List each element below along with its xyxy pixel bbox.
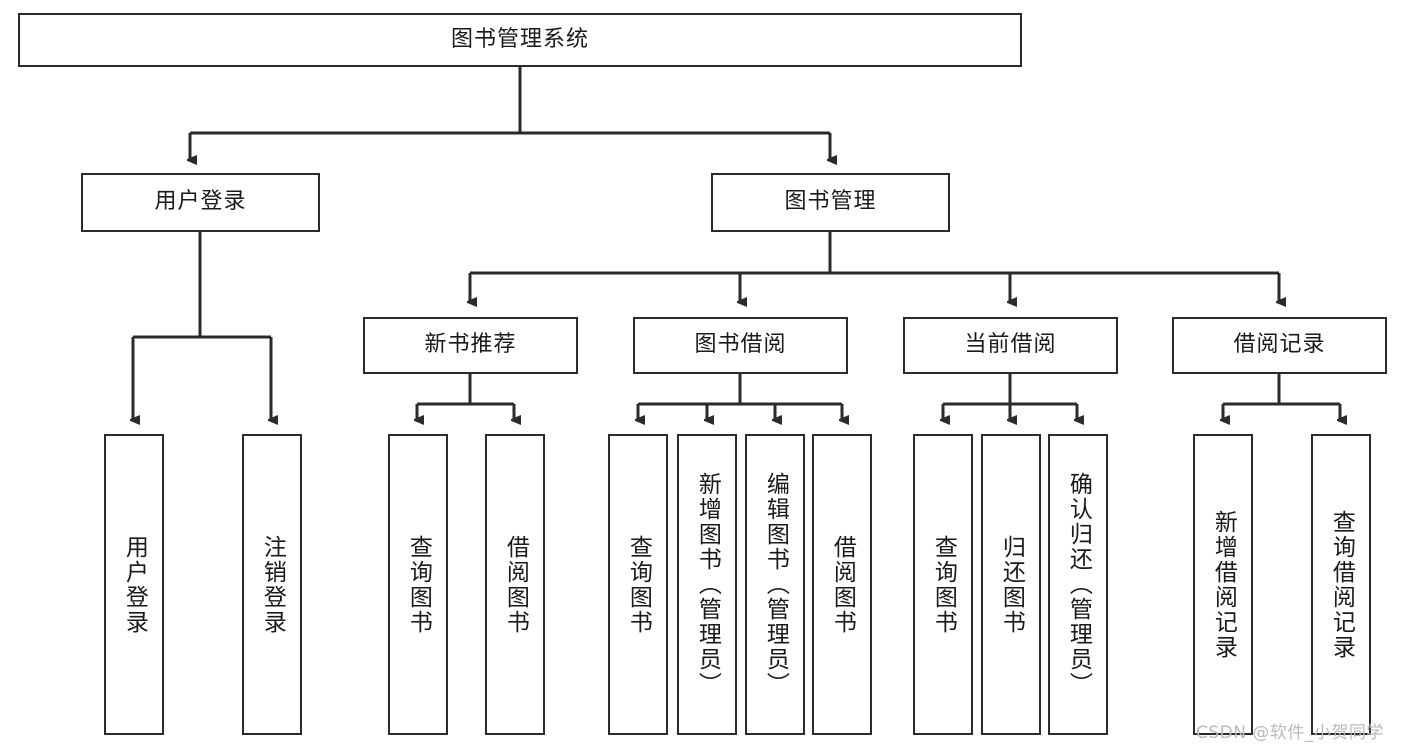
node-current-borrow[interactable]: 当前借阅	[903, 317, 1118, 374]
leaf-query-book-recommend[interactable]: 查询图书	[388, 434, 448, 735]
node-label: 当前借阅	[964, 332, 1057, 358]
leaf-add-borrow-record[interactable]: 新增借阅记录	[1193, 434, 1253, 735]
node-label: 图书管理	[784, 189, 877, 215]
node-label: 归还图书	[998, 534, 1025, 635]
node-label: 新增借阅记录	[1210, 509, 1237, 660]
leaf-borrow-book-recommend[interactable]: 借阅图书	[485, 434, 545, 735]
node-label: 注销登录	[259, 534, 286, 635]
node-book-management[interactable]: 图书管理	[711, 173, 950, 232]
node-label: 新书推荐	[424, 332, 517, 358]
leaf-query-borrow-record[interactable]: 查询借阅记录	[1311, 434, 1371, 735]
node-label: 查询图书	[625, 534, 652, 635]
node-label: 借阅图书	[502, 534, 529, 635]
leaf-query-book-borrow[interactable]: 查询图书	[608, 434, 668, 735]
leaf-return-book[interactable]: 归还图书	[981, 434, 1041, 735]
node-label: 图书借阅	[694, 332, 787, 358]
node-label: 图书管理系统	[450, 26, 589, 52]
node-label: 借阅记录	[1233, 332, 1326, 358]
node-new-book-recommend[interactable]: 新书推荐	[363, 317, 578, 374]
node-user-login[interactable]: 用户登录	[81, 173, 320, 232]
node-borrow-record[interactable]: 借阅记录	[1172, 317, 1387, 374]
leaf-confirm-return-admin[interactable]: 确认归还（管理员）	[1048, 434, 1108, 735]
node-label: 用户登录	[121, 534, 148, 635]
leaf-query-book-current[interactable]: 查询图书	[913, 434, 973, 735]
node-label: 查询借阅记录	[1328, 509, 1355, 660]
node-book-borrow[interactable]: 图书借阅	[633, 317, 848, 374]
leaf-edit-book-admin[interactable]: 编辑图书（管理员）	[745, 434, 805, 735]
node-label: 确认归还（管理员）	[1065, 472, 1092, 697]
node-label: 查询图书	[930, 534, 957, 635]
leaf-logout[interactable]: 注销登录	[242, 434, 302, 735]
csdn-watermark: CSDN @软件_小贺同学	[1196, 723, 1384, 743]
node-label: 用户登录	[154, 189, 247, 215]
node-label: 新增图书（管理员）	[694, 472, 721, 697]
leaf-user-login[interactable]: 用户登录	[104, 434, 164, 735]
leaf-borrow-book[interactable]: 借阅图书	[812, 434, 872, 735]
node-label: 借阅图书	[829, 534, 856, 635]
node-label: 查询图书	[405, 534, 432, 635]
node-label: 编辑图书（管理员）	[762, 472, 789, 697]
leaf-add-book-admin[interactable]: 新增图书（管理员）	[677, 434, 737, 735]
node-root-book-management-system[interactable]: 图书管理系统	[18, 13, 1022, 67]
